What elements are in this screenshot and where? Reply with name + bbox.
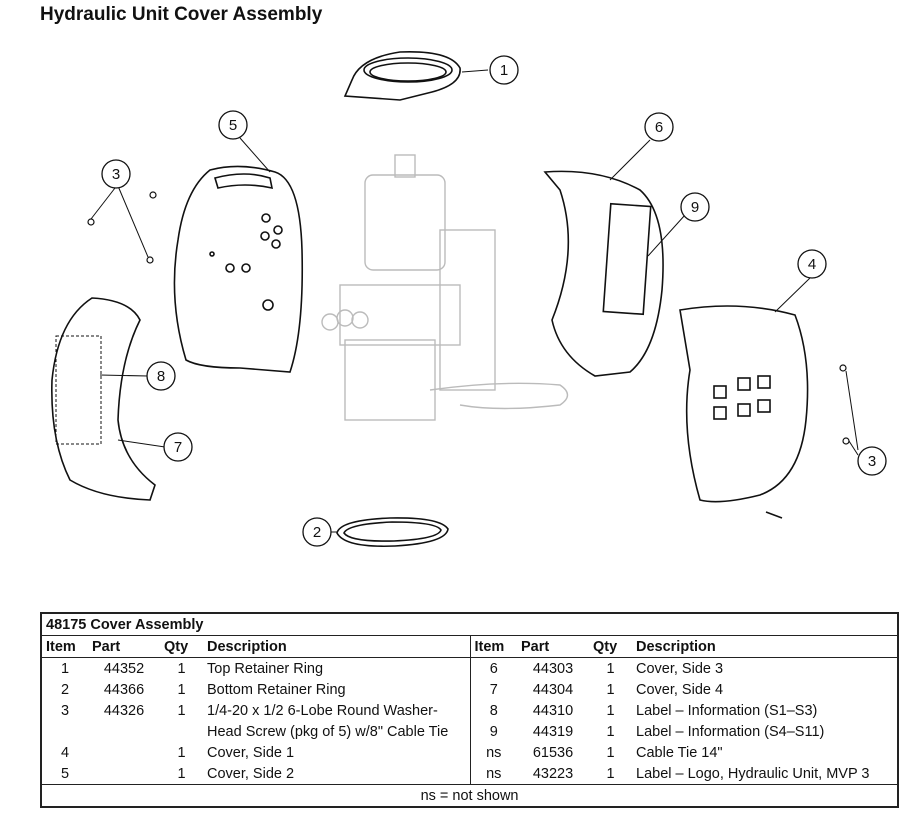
callout-2-label: 2 — [313, 524, 321, 541]
cell-item: 4 — [60, 744, 70, 761]
callout-6 — [644, 112, 674, 142]
cell-description: Top Retainer Ring — [207, 660, 324, 677]
callout-8-label: 8 — [157, 368, 165, 385]
screws-part — [87, 191, 850, 445]
parts-table: 48175 Cover Assembly Item Part Qty Descr… — [40, 612, 900, 808]
cell-description: Label – Information (S1–S3) — [636, 702, 818, 719]
col-header-part-right: Part — [517, 635, 589, 658]
cell-description: 1/4-20 x 1/2 6-Lobe Round Washer- — [207, 702, 438, 719]
cell-qty: 1 — [177, 681, 186, 698]
callout-5 — [218, 110, 248, 140]
table-title: 48175 Cover Assembly — [41, 613, 899, 636]
callout-9-label: 9 — [691, 199, 699, 216]
cell-description: Label – Information (S4–S11) — [636, 723, 825, 740]
cell-item: 9 — [469, 721, 517, 742]
cell-item: 2 — [60, 681, 70, 698]
cell-part: 44366 — [103, 681, 145, 698]
cell-part: 44303 — [532, 660, 574, 677]
callout-4 — [797, 249, 827, 279]
cell-item: ns — [469, 742, 517, 763]
page-title: Hydraulic Unit Cover Assembly — [40, 4, 323, 25]
col-header-item-right: Item — [469, 635, 517, 658]
callout-5-label: 5 — [229, 117, 237, 134]
cell-item: 1 — [60, 660, 70, 677]
cell-qty: 1 — [177, 660, 186, 677]
cell-part: 44352 — [103, 660, 145, 677]
cell-description: Cover, Side 4 — [636, 681, 724, 698]
callout-4-label: 4 — [808, 256, 816, 273]
cell-item: 5 — [60, 765, 70, 782]
top-retainer-ring-part — [343, 51, 461, 101]
callout-3-right — [857, 446, 887, 476]
cell-qty: 1 — [606, 681, 615, 698]
cell-qty: 1 — [606, 702, 615, 719]
cell-description: Cover, Side 3 — [636, 660, 724, 677]
callout-3-left-label: 3 — [112, 166, 120, 183]
cover-side-3-part — [543, 170, 664, 377]
table-header-row: Item Part Qty Description Item Part Qty … — [41, 635, 899, 658]
exploded-diagram: 1 2 3 4 5 6 7 8 9 3 — [51, 51, 887, 548]
callout-9 — [680, 192, 710, 222]
table-row: 2 44366 1 Bottom Retainer Ring 7 44304 1… — [41, 679, 898, 700]
cell-part: 44310 — [532, 702, 574, 719]
cell-part — [88, 763, 160, 785]
cell-part: 44304 — [532, 681, 574, 698]
cell-item: 7 — [469, 679, 517, 700]
cover-side-4-part — [51, 297, 156, 501]
col-header-item: Item — [41, 635, 88, 658]
callout-3-left — [101, 159, 131, 189]
cell-description: Cable Tie 14" — [636, 744, 723, 761]
cell-part — [88, 742, 160, 763]
table-row: 5 1 Cover, Side 2 ns 43223 1 Label – Log… — [41, 763, 898, 785]
cell-part: 43223 — [532, 765, 574, 782]
col-header-qty-right: Qty — [589, 635, 632, 658]
cell-qty: 1 — [606, 744, 615, 761]
cell-item: 8 — [469, 700, 517, 721]
col-header-qty: Qty — [160, 635, 203, 658]
col-header-part: Part — [88, 635, 160, 658]
cell-item: 3 — [60, 702, 70, 719]
callout-7-label: 7 — [174, 439, 182, 456]
cell-description-continued: Head Screw (pkg of 5) w/8" Cable Tie — [207, 723, 449, 740]
table-row: 4 1 Cover, Side 1 ns 61536 1 Cable Tie 1… — [41, 742, 898, 763]
callout-1-label: 1 — [500, 62, 508, 79]
callout-7 — [163, 432, 193, 462]
table-row: 3 44326 1 1/4-20 x 1/2 6-Lobe Round Wash… — [41, 700, 898, 721]
table-footnote: ns = not shown — [41, 784, 899, 807]
cell-description: Cover, Side 1 — [207, 744, 295, 761]
bottom-retainer-ring-part — [336, 517, 449, 548]
cell-qty: 1 — [177, 702, 186, 719]
cell-qty: 1 — [177, 765, 186, 782]
hydraulic-unit-illustration — [321, 154, 569, 421]
table-row: 1 44352 1 Top Retainer Ring 6 44303 1 Co… — [41, 657, 898, 679]
cell-part: 44326 — [103, 702, 145, 719]
cell-qty: 1 — [606, 660, 615, 677]
callout-1 — [489, 55, 519, 85]
table-row: Head Screw (pkg of 5) w/8" Cable Tie 9 4… — [41, 721, 898, 742]
cell-description: Cover, Side 2 — [207, 765, 295, 782]
cell-item: ns — [469, 763, 517, 785]
cell-part: 61536 — [532, 744, 574, 761]
cell-qty: 1 — [177, 744, 186, 761]
cover-side-2-part — [173, 165, 304, 373]
callout-6-label: 6 — [655, 119, 663, 136]
label-information-s1-s3-part — [55, 335, 102, 445]
cell-qty: 1 — [606, 765, 615, 782]
cell-item: 6 — [469, 657, 517, 679]
callout-8 — [146, 361, 176, 391]
callout-2 — [302, 517, 332, 547]
cover-side-1-part — [679, 305, 809, 519]
cell-description: Bottom Retainer Ring — [207, 681, 346, 698]
col-header-description: Description — [203, 635, 470, 658]
callout-3-right-label: 3 — [868, 453, 876, 470]
col-header-description-right: Description — [632, 635, 899, 658]
cell-description: Label – Logo, Hydraulic Unit, MVP 3 — [636, 765, 870, 782]
cell-qty: 1 — [606, 723, 615, 740]
cell-part: 44319 — [532, 723, 574, 740]
